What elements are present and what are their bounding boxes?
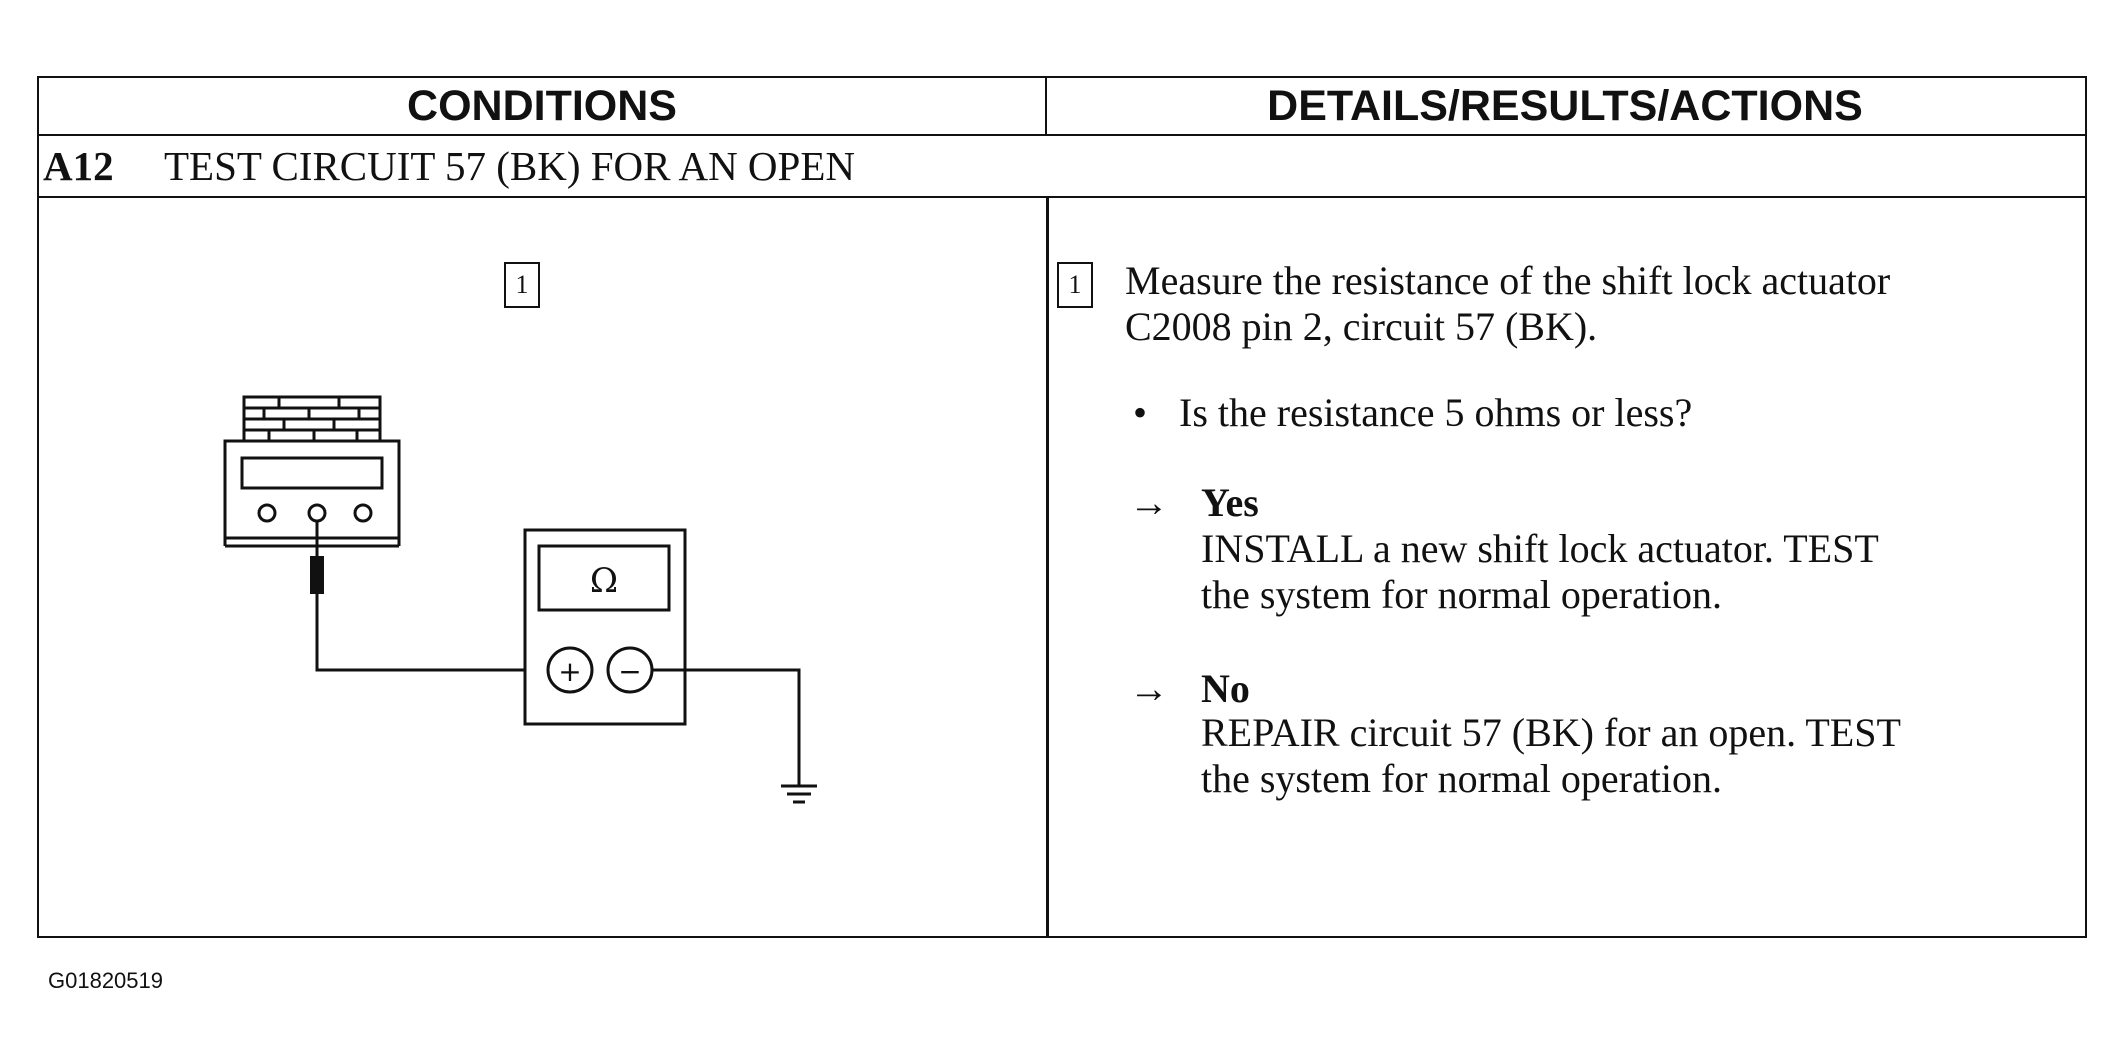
figure-id: G01820519	[48, 968, 163, 993]
yes-action-line-1: INSTALL a new shift lock actuator. TEST	[1201, 526, 1879, 571]
instruction-line-1: Measure the resistance of the shift lock…	[1125, 258, 1891, 303]
connector-icon	[223, 395, 401, 548]
column-divider	[1046, 198, 1049, 938]
header-divider	[1045, 78, 1047, 136]
step-title-row: A12 TEST CIRCUIT 57 (BK) FOR AN OPEN	[39, 136, 2085, 198]
yes-label: Yes	[1201, 480, 1259, 525]
diagram-step-marker: 1	[504, 262, 540, 308]
minus-terminal: −	[618, 655, 641, 688]
no-action-line-2: the system for normal operation.	[1201, 756, 1722, 801]
details-column: 1 Measure the resistance of the shift lo…	[1051, 200, 2081, 936]
ground-lead	[652, 668, 801, 786]
test-lead	[310, 521, 525, 672]
yes-arrow-icon: →	[1129, 480, 1169, 525]
no-label: No	[1201, 666, 1250, 711]
details-step-marker: 1	[1057, 262, 1093, 308]
conditions-diagram: 1	[39, 200, 1045, 936]
details-header: DETAILS/RESULTS/ACTIONS	[1267, 82, 1863, 130]
question-text: Is the resistance 5 ohms or less?	[1179, 390, 1693, 435]
yes-action-line-2: the system for normal operation.	[1201, 572, 1722, 617]
conditions-header: CONDITIONS	[407, 82, 677, 130]
step-title: TEST CIRCUIT 57 (BK) FOR AN OPEN	[164, 143, 855, 189]
plus-terminal: +	[558, 655, 581, 688]
instruction-line-2: C2008 pin 2, circuit 57 (BK).	[1125, 304, 1598, 349]
ground-icon	[781, 784, 817, 804]
step-id: A12	[43, 143, 114, 189]
ohm-symbol: Ω	[590, 561, 618, 601]
diagnostic-table: CONDITIONS DETAILS/RESULTS/ACTIONS A12 T…	[37, 76, 2087, 938]
circuit-illustration: Ω + −	[223, 395, 817, 804]
ohmmeter-icon: Ω + −	[523, 528, 687, 726]
no-arrow-icon: →	[1129, 666, 1169, 711]
bullet-icon: •	[1133, 390, 1148, 435]
no-action-line-1: REPAIR circuit 57 (BK) for an open. TEST	[1201, 710, 1901, 755]
table-header-row: CONDITIONS DETAILS/RESULTS/ACTIONS	[39, 78, 2085, 136]
